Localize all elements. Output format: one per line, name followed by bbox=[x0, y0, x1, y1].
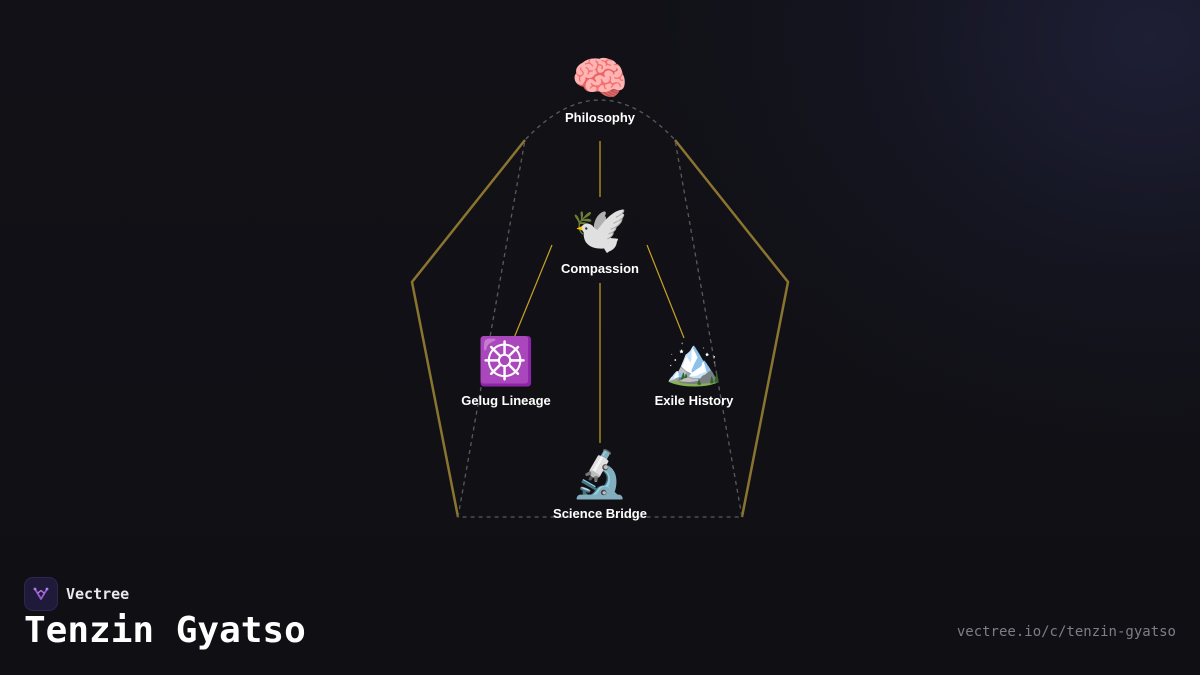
node-compassion[interactable]: 🕊️ Compassion bbox=[520, 201, 680, 276]
microscope-icon: 🔬 bbox=[571, 447, 629, 501]
edge-compassion-exile bbox=[646, 244, 685, 339]
node-label: Exile History bbox=[654, 393, 734, 408]
node-exile-history[interactable]: 🏔️ Exile History bbox=[614, 333, 774, 408]
page-url[interactable]: vectree.io/c/tenzin-gyatso bbox=[956, 624, 1176, 640]
vectree-logo-icon bbox=[24, 577, 58, 611]
brain-icon: 🧠 bbox=[571, 51, 629, 105]
outer-outline bbox=[674, 139, 790, 518]
outer-outline bbox=[410, 139, 526, 518]
node-label: Science Bridge bbox=[553, 506, 647, 521]
node-label: Compassion bbox=[560, 261, 639, 276]
mountain-icon: 🏔️ bbox=[665, 334, 723, 388]
node-philosophy[interactable]: 🧠 Philosophy bbox=[520, 50, 680, 125]
dashed-outline bbox=[457, 99, 743, 518]
node-gelug-lineage[interactable]: ☸️ Gelug Lineage bbox=[426, 333, 586, 408]
brand[interactable]: Vectree bbox=[24, 577, 129, 611]
page-title: Tenzin Gyatso bbox=[24, 610, 306, 651]
dove-icon: 🕊️ bbox=[571, 202, 629, 256]
node-label: Gelug Lineage bbox=[461, 393, 551, 408]
node-label: Philosophy bbox=[564, 110, 636, 125]
node-science-bridge[interactable]: 🔬 Science Bridge bbox=[520, 446, 680, 521]
dharma-wheel-icon: ☸️ bbox=[477, 334, 535, 388]
brand-name: Vectree bbox=[66, 585, 130, 603]
edge-compassion-gelug bbox=[513, 244, 553, 339]
